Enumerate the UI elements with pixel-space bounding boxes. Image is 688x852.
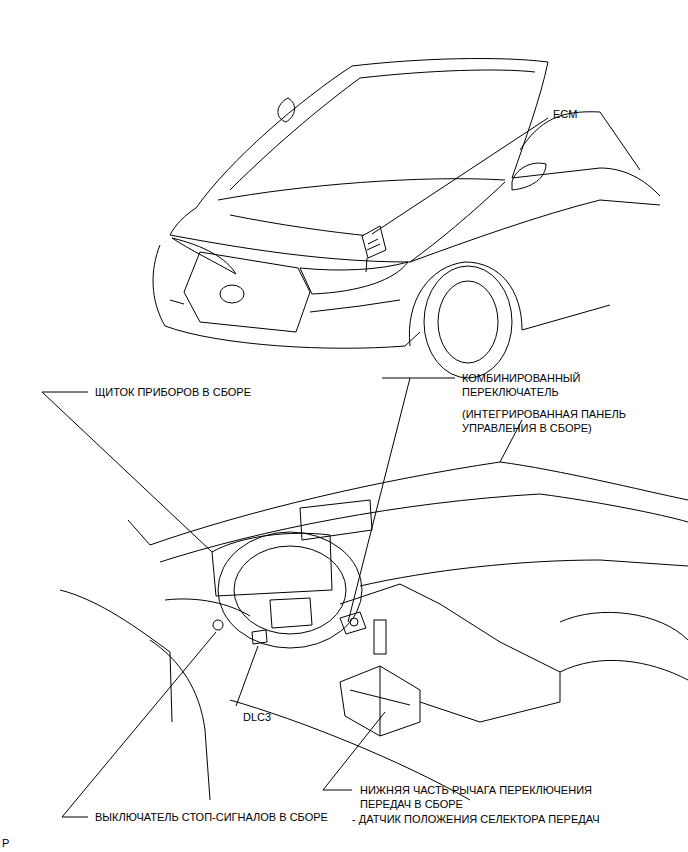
part-name: ЩИТОК ПРИБОРОВ В СБОРЕ (95, 385, 251, 399)
part-name: ECM (553, 107, 577, 121)
part-name: НИЖНЯЯ ЧАСТЬ РЫЧАГА ПЕРЕКЛЮЧЕНИЯ ПЕРЕДАЧ… (360, 783, 640, 811)
part-note: - ДАТЧИК ПОЛОЖЕНИЯ СЕЛЕКТОРА ПЕРЕДАЧ (352, 812, 599, 826)
car-exterior (153, 59, 660, 378)
part-name: КОМБИНИРОВАННЫЙ ПЕРЕКЛЮЧАТЕЛЬ (462, 371, 622, 399)
part-name: ВЫКЛЮЧАТЕЛЬ СТОП-СИГНАЛОВ В СБОРЕ (95, 810, 328, 824)
part-note: (ИНТЕГРИРОВАННАЯ ПАНЕЛЬ УПРАВЛЕНИЯ В СБО… (462, 407, 652, 435)
figure-code: P (2, 836, 9, 850)
car-interior (60, 420, 688, 800)
leader-lines (42, 118, 548, 817)
part-name: DLC3 (243, 710, 271, 724)
